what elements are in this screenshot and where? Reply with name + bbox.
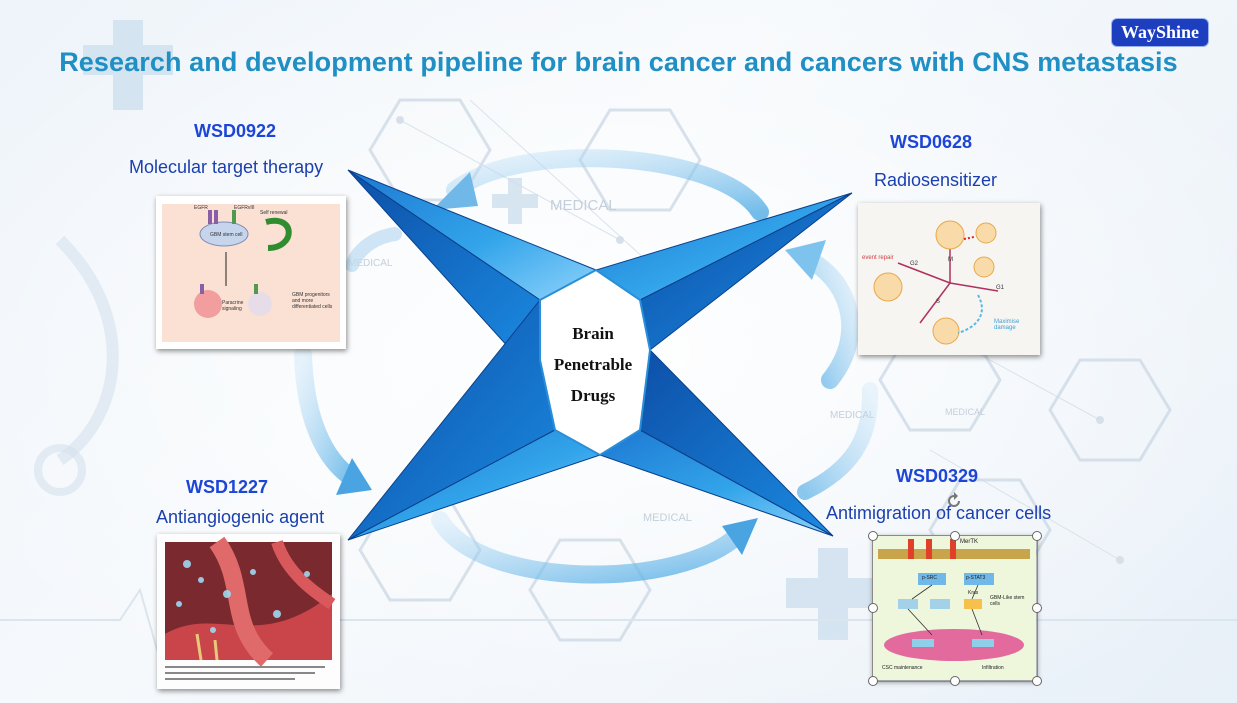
center-line-1: Brain xyxy=(572,324,614,343)
fig-text: event repair xyxy=(862,255,894,261)
watermark-medical: MEDICAL xyxy=(348,258,393,269)
fig-text: Paracrine signaling xyxy=(222,300,244,312)
wayshine-logo: WayShine xyxy=(1112,19,1208,46)
cycle-arrows xyxy=(294,149,879,584)
center-label: Brain Penetrable Drugs xyxy=(540,318,646,411)
fig-text: EGFRvIII xyxy=(234,205,255,211)
figure-antimigration: MerTK p-SRC p-STAT3 Kras GBM-Like stem c… xyxy=(872,535,1036,680)
resize-handle[interactable] xyxy=(868,676,878,686)
resize-handle[interactable] xyxy=(1032,603,1042,613)
figure-radiosensitizer: G2 M G1 S event repair Maximise damage xyxy=(858,203,1040,355)
pipeline-code-wsd1227: WSD1227 xyxy=(186,477,269,497)
watermark-medical: MEDICAL xyxy=(830,410,875,421)
resize-handle[interactable] xyxy=(950,531,960,541)
fig-text: Self renewal xyxy=(260,210,288,216)
resize-handle[interactable] xyxy=(868,603,878,613)
fig-text: GBM progenitors and more differentiated … xyxy=(292,292,333,310)
fig-text: M xyxy=(948,257,953,263)
watermark-medical: MEDICAL xyxy=(945,407,986,417)
center-line-3: Drugs xyxy=(570,386,616,405)
fig-text: G2 xyxy=(910,261,919,267)
resize-handle[interactable] xyxy=(1032,676,1042,686)
fig-text: GBM-Like stem cells xyxy=(990,595,1025,607)
watermark-medical: MEDICAL xyxy=(550,197,617,214)
fig-text: Kras xyxy=(968,590,979,596)
center-line-2: Penetrable xyxy=(553,355,633,374)
brain-drugs-star xyxy=(347,169,853,541)
fig-text: Maximise damage xyxy=(994,319,1020,331)
fig-text: G1 xyxy=(996,285,1005,291)
fig-text: CSC maintenance xyxy=(882,665,923,671)
resize-handle[interactable] xyxy=(868,531,878,541)
pipeline-code-wsd0922: WSD0922 xyxy=(194,121,277,141)
resize-handle[interactable] xyxy=(1032,531,1042,541)
selection-frame[interactable] xyxy=(872,535,1038,682)
watermark-medical: MEDICAL xyxy=(643,512,692,524)
pipeline-label-radiosensitizer: Radiosensitizer xyxy=(874,170,998,190)
fig-text: EGFR xyxy=(194,205,208,211)
pipeline-label-molecular-target: Molecular target therapy xyxy=(129,157,324,177)
pipeline-code-wsd0628: WSD0628 xyxy=(890,132,973,152)
page-title: Research and development pipeline for br… xyxy=(59,47,1178,77)
pipeline-code-wsd0329: WSD0329 xyxy=(896,466,979,486)
fig-text: GBM stem cell xyxy=(210,232,243,238)
resize-handle[interactable] xyxy=(950,676,960,686)
rotate-handle-icon[interactable] xyxy=(944,491,964,511)
fig-text: p-SRC xyxy=(922,575,938,581)
fig-text: S xyxy=(936,299,941,305)
fig-text: MerTK xyxy=(960,539,978,545)
figure-antiangiogenic xyxy=(157,534,340,689)
fig-text: Infiltration xyxy=(982,665,1004,671)
pipeline-label-antimigration: Antimigration of cancer cells xyxy=(826,503,1052,523)
fig-text: p-STAT3 xyxy=(966,575,986,581)
pipeline-label-antiangiogenic: Antiangiogenic agent xyxy=(156,507,325,527)
figure-molecular-target: EGFR EGFRvIII Self renewal GBM stem cell… xyxy=(156,196,346,349)
